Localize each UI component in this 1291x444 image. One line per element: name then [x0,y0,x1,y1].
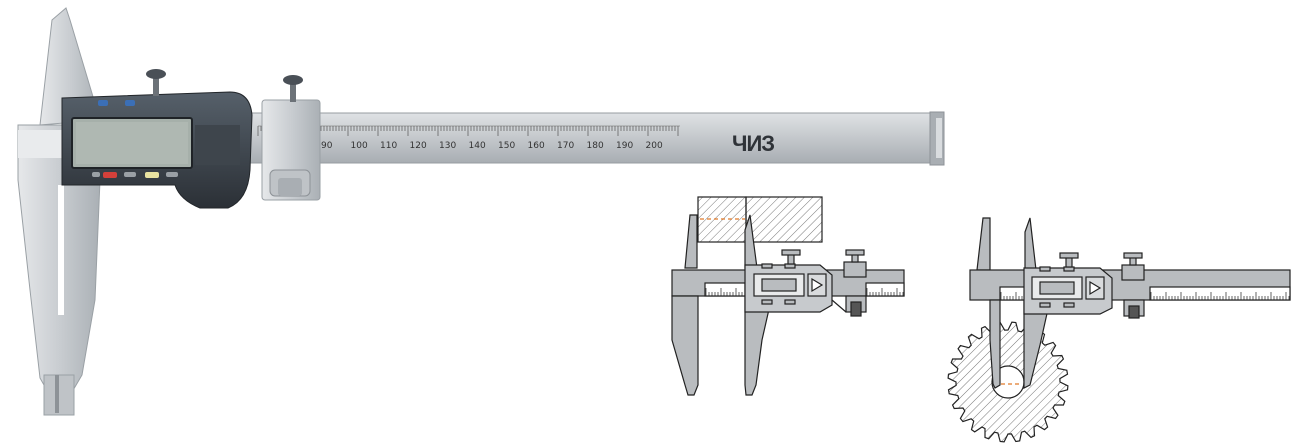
scale-number: 180 [587,141,604,151]
scale-number: 200 [646,141,663,151]
scale-number: 160 [528,141,545,151]
scale-number: 190 [616,141,633,151]
top-button-blue-2[interactable] [125,100,135,106]
bottom-button-1[interactable] [92,172,100,177]
slider-lock-screw[interactable] [283,75,303,85]
top-button-blue[interactable] [98,100,108,106]
zero-button-yellow[interactable] [145,172,159,178]
scale-number: 90 [321,141,333,151]
scale-number: 120 [410,141,427,151]
scale-number: 130 [439,141,456,151]
scale-number: 150 [498,141,515,151]
brand-logo: ЧИЗ [732,131,774,156]
scale-number: 110 [380,141,397,151]
head-lock-screw[interactable] [146,69,166,79]
power-button-red[interactable] [103,172,117,178]
bottom-button-3[interactable] [166,172,178,177]
scale-number: 140 [469,141,486,151]
bottom-button-2[interactable] [124,172,136,177]
scale-number: 170 [557,141,574,151]
scale-number: 100 [351,141,368,151]
